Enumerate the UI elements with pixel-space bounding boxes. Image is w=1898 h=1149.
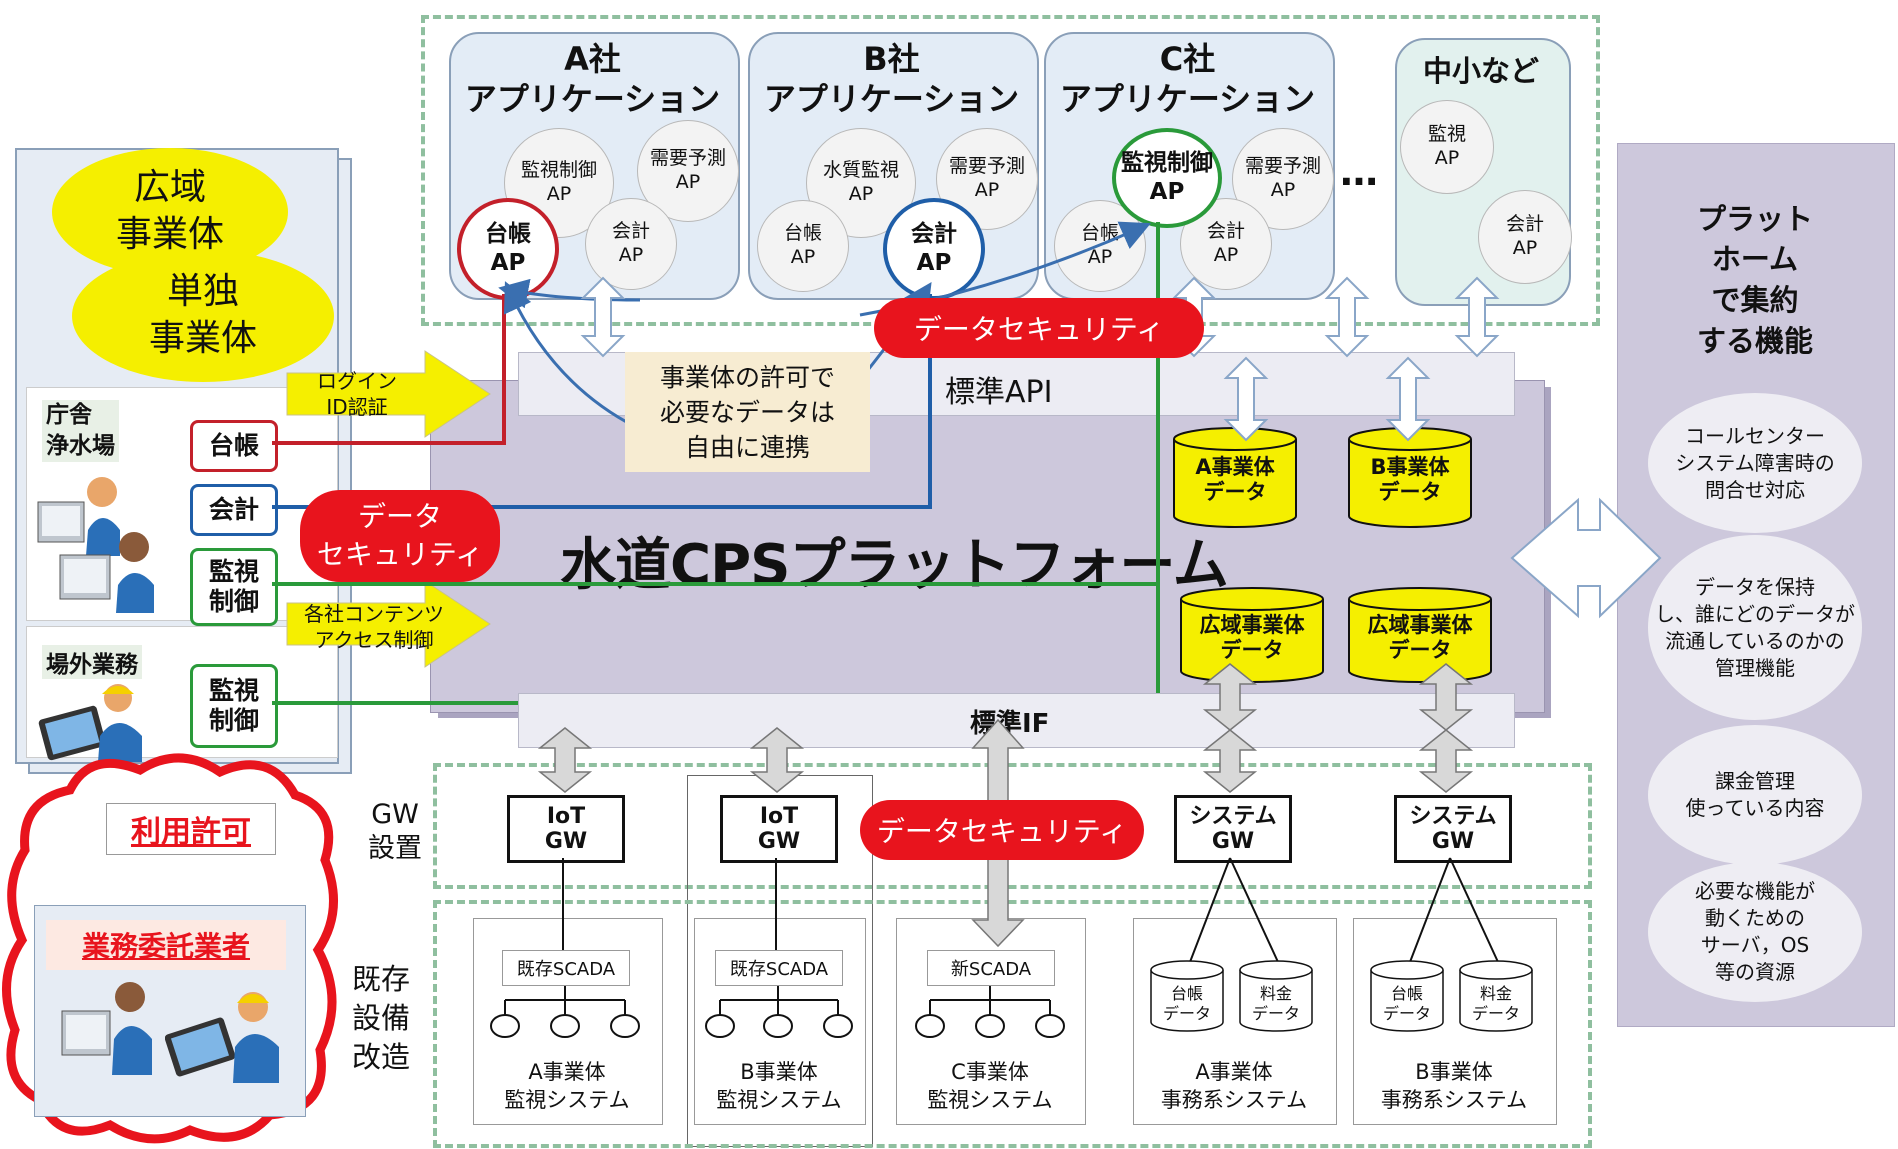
db-daicho-2: 台帳 データ — [1382, 984, 1431, 1023]
app-a-title: A社 アプリケーション — [464, 40, 721, 118]
kaikei-box[interactable]: 会計 — [190, 484, 278, 536]
permission-label: 利用許可 — [106, 803, 276, 855]
cylinder-kouiki-2-label: 広域事業体 データ — [1367, 612, 1473, 662]
scada-2: 既存SCADA — [715, 950, 843, 986]
system-label-3: C事業体 監視システム — [927, 1059, 1053, 1112]
ellipsis: … — [1340, 150, 1378, 194]
ap-s-kanshi: 監視 AP — [1400, 100, 1494, 194]
app-b-title: B社 アプリケーション — [763, 40, 1020, 118]
cylinder-a-label: A事業体 データ — [1195, 454, 1275, 504]
contractor-label: 業務委託業者 — [46, 920, 286, 970]
field-worker-tablet-icon — [38, 684, 142, 762]
system-label-4: A事業体 事務系システム — [1160, 1059, 1308, 1112]
db-daicho-1: 台帳 データ — [1162, 984, 1211, 1023]
function-billing: 課金管理 使っている内容 — [1648, 725, 1862, 865]
data-security-pill-left: データ セキュリティ — [300, 490, 500, 582]
system-gw-1: システム GW — [1174, 795, 1292, 863]
data-security-pill-top: データセキュリティ — [874, 298, 1204, 358]
daicho-box[interactable]: 台帳 — [190, 420, 278, 472]
kanshi-box-2[interactable]: 監視 制御 — [190, 664, 278, 748]
ap-c-kanshi: 監視制御 AP — [1112, 128, 1222, 228]
system-label-5: B事業体 事務系システム — [1380, 1059, 1528, 1112]
db-ryokin-1: 料金 データ — [1251, 984, 1300, 1023]
operator-pc-icon — [37, 477, 120, 556]
access-control-label: 各社コンテンツ アクセス制御 — [304, 602, 444, 652]
cylinder-kouiki-2 — [1348, 587, 1492, 683]
function-resources: 必要な機能が 動くための サーバ，OS 等の資源 — [1648, 862, 1862, 1002]
data-security-pill-mid: データセキュリティ — [860, 800, 1144, 860]
ap-s-kaikei: 会計 AP — [1478, 190, 1572, 284]
operator-pc-icon — [59, 532, 154, 613]
kanshi-box-1[interactable]: 監視 制御 — [190, 548, 278, 626]
right-panel-title: プラット ホーム で集約 する機能 — [1696, 201, 1813, 358]
field-label: 場外業務 — [42, 645, 142, 679]
cylinder-b-label: B事業体 データ — [1370, 454, 1450, 504]
app-small-title: 中小など — [1422, 54, 1539, 88]
login-auth-label: ログイン ID認証 — [317, 369, 397, 419]
gw-side-label: GW 設置 — [368, 799, 422, 864]
contractor-tablet-icon — [165, 992, 279, 1083]
scada-3: 新SCADA — [927, 950, 1055, 986]
function-call-center: コールセンター システム障害時の 問合せ対応 — [1648, 393, 1862, 533]
system-gw-2: システム GW — [1394, 795, 1512, 863]
cylinder-kouiki-1-label: 広域事業体 データ — [1199, 612, 1305, 662]
office-label: 庁舎 浄水場 — [42, 400, 119, 463]
app-c-title: C社 アプリケーション — [1059, 40, 1316, 118]
system-label-1: A事業体 監視システム — [504, 1059, 630, 1112]
system-label-2: B事業体 監視システム — [716, 1059, 842, 1112]
function-data-management: データを保持 し、誰にどのデータが 流通しているのかの 管理機能 — [1648, 535, 1862, 720]
contractor-pc-icon — [61, 982, 152, 1075]
cylinder-kouiki-1 — [1180, 587, 1324, 683]
data-sharing-note: 事業体の許可で 必要なデータは 自由に連携 — [625, 352, 870, 472]
legacy-side-label: 既存 設備 改造 — [352, 962, 411, 1075]
scada-1: 既存SCADA — [502, 950, 630, 986]
cylinder-b — [1348, 427, 1472, 528]
db-ryokin-2: 料金 データ — [1471, 984, 1520, 1023]
iot-gw-2: IoT GW — [720, 795, 838, 863]
cylinder-a — [1173, 427, 1297, 528]
iot-gw-1: IoT GW — [507, 795, 625, 863]
